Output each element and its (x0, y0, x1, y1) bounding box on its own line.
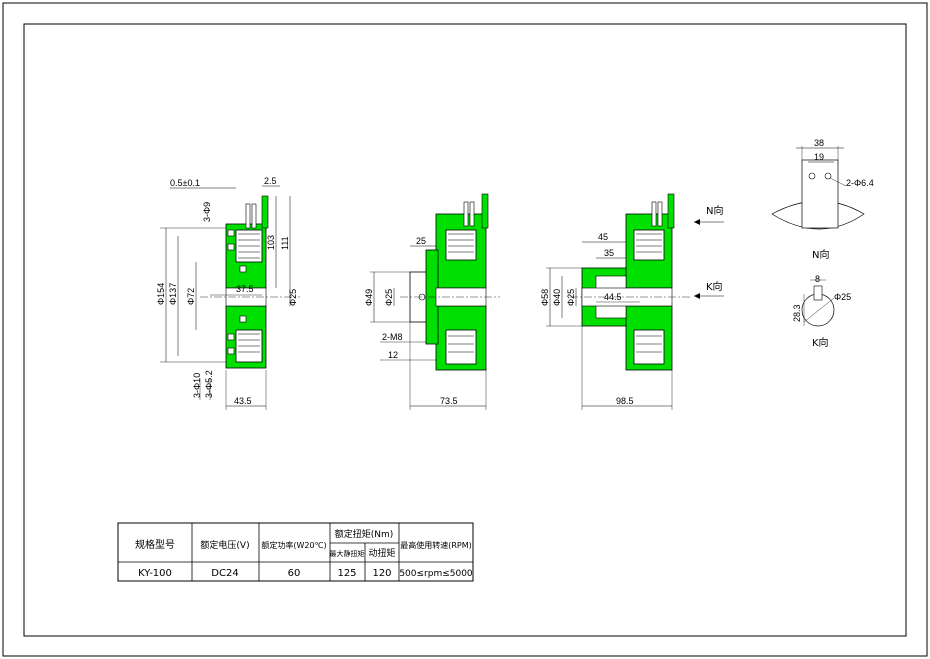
d3-dim-35: 35 (604, 248, 614, 258)
d2-dim-25b: Φ25 (384, 289, 394, 306)
arrow-n-label: N向 (706, 204, 723, 217)
d3-dim-58: Φ58 (540, 289, 550, 306)
d1-holes-b1: 3-Φ10 (192, 373, 202, 398)
table-sub-static: 最大静扭矩 (330, 549, 365, 558)
table-sub-dynamic: 动扭矩 (368, 547, 395, 559)
n-view-dim-19: 19 (814, 152, 824, 162)
d1-holes-top: 3-Φ9 (202, 202, 212, 222)
table-cell-speed: 500≤rpm≤5000 (399, 569, 473, 579)
k-view-dim-25: Φ25 (834, 292, 851, 302)
table-header-speed: 最高使用转速(RPM) (400, 540, 472, 550)
drawing-1-side-view (160, 185, 300, 410)
d1-holes-b2: 3-Φ5.2 (204, 370, 214, 398)
inner-border (23, 23, 907, 637)
arrow-k-label: K向 (706, 280, 723, 293)
d1-dim-137: Φ137 (168, 283, 178, 305)
table-cell-power: 60 (288, 568, 301, 579)
d3-dim-40: Φ40 (552, 289, 562, 306)
d2-m8: 2-M8 (382, 332, 403, 342)
view-k (801, 279, 835, 327)
d1-dim-72: Φ72 (186, 288, 196, 305)
n-view-dim-38: 38 (814, 138, 824, 148)
table-header-torque: 额定扭矩(Nm) (335, 528, 394, 540)
k-view-dim-8: 8 (815, 274, 820, 284)
table-cell-dynamic-torque: 120 (372, 568, 391, 579)
d3-dim-45: 45 (598, 232, 608, 242)
table-header-voltage: 额定电压(V) (200, 539, 249, 551)
d3-width: 98.5 (616, 396, 634, 406)
d2-dim-12: 12 (388, 350, 398, 360)
table-header-power: 额定功率(W20℃) (261, 540, 326, 550)
k-view-title: K向 (812, 336, 829, 349)
d1-dim-111: 111 (280, 236, 290, 250)
k-view-dim-28-3: 28.3 (792, 304, 802, 322)
drawing-3-side-view (546, 193, 724, 410)
d2-dim-49: Φ49 (364, 289, 374, 306)
d2-dim-25: 25 (416, 236, 426, 246)
n-view-title: N向 (812, 248, 829, 261)
d1-dim-154: Φ154 (156, 283, 166, 305)
table-cell-model: KY-100 (138, 568, 172, 579)
n-view-holes: 2-Φ6.4 (846, 178, 874, 188)
d1-width: 43.5 (234, 396, 252, 406)
view-n (771, 146, 865, 230)
d1-dim-2-5: 2.5 (264, 176, 277, 186)
table-header-model: 规格型号 (135, 538, 175, 551)
d3-dim-44-5: 44.5 (604, 292, 622, 302)
d3-dim-25: Φ25 (566, 289, 576, 306)
d1-dim-25: Φ25 (288, 289, 298, 306)
table-cell-static-torque: 125 (337, 568, 356, 579)
d1-dim-37-5: 37.5 (236, 284, 254, 294)
d1-tolerance: 0.5±0.1 (170, 178, 200, 188)
d2-width: 73.5 (440, 396, 458, 406)
spec-table (117, 522, 474, 582)
table-cell-voltage: DC24 (211, 568, 238, 579)
d1-dim-103: 103 (266, 235, 276, 250)
drawing-2-side-view (370, 193, 500, 410)
